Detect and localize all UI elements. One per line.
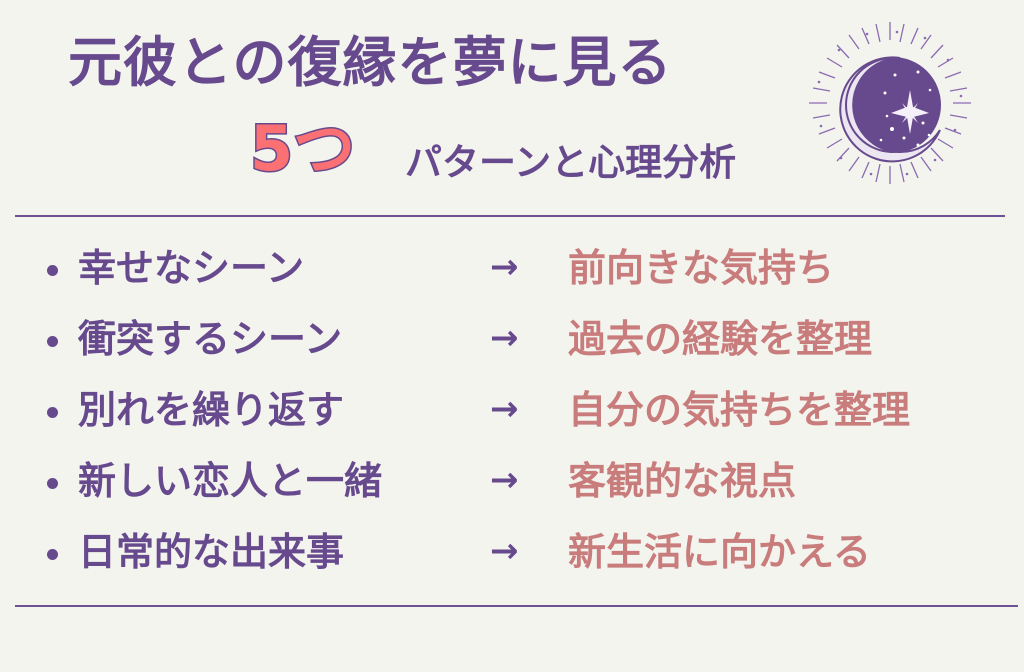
arrow-right-icon: → bbox=[490, 531, 519, 571]
page-subtitle: パターンと心理分析 bbox=[405, 141, 737, 184]
dream-scene: 新しい恋人と一緒 bbox=[78, 459, 383, 503]
arrow-right-icon: → bbox=[490, 247, 519, 287]
arrow-right-icon: → bbox=[490, 460, 519, 500]
psychology-meaning: 新生活に向かえる bbox=[568, 530, 871, 574]
bullet-icon bbox=[47, 265, 58, 276]
page-title: 元彼との復縁を夢に見る bbox=[68, 31, 673, 94]
bullet-icon bbox=[47, 549, 58, 560]
arrow-right-icon: → bbox=[490, 318, 519, 358]
list-item: 別れを繰り返す → 自分の気持ちを整理 bbox=[0, 380, 1024, 440]
dream-scene: 幸せなシーン bbox=[78, 246, 305, 290]
bullet-icon bbox=[47, 478, 58, 489]
list-item: 新しい恋人と一緒 → 客観的な視点 bbox=[0, 451, 1024, 511]
psychology-meaning: 前向きな気持ち bbox=[568, 246, 835, 290]
top-divider bbox=[15, 215, 1005, 217]
pattern-count: 5つ bbox=[248, 112, 356, 185]
dream-scene: 別れを繰り返す bbox=[78, 388, 345, 432]
list-item: 日常的な出来事 → 新生活に向かえる bbox=[0, 522, 1024, 582]
psychology-meaning: 客観的な視点 bbox=[568, 459, 797, 503]
bottom-divider bbox=[15, 605, 1018, 607]
dream-scene: 日常的な出来事 bbox=[78, 530, 345, 574]
list-item: 衝突するシーン → 過去の経験を整理 bbox=[0, 309, 1024, 369]
psychology-meaning: 過去の経験を整理 bbox=[568, 317, 873, 361]
psychology-meaning: 自分の気持ちを整理 bbox=[568, 388, 911, 432]
bullet-icon bbox=[47, 336, 58, 347]
bullet-icon bbox=[47, 407, 58, 418]
list-item: 幸せなシーン → 前向きな気持ち bbox=[0, 238, 1024, 298]
arrow-right-icon: → bbox=[490, 389, 519, 429]
dream-scene: 衝突するシーン bbox=[78, 317, 343, 361]
crescent-moon-star-icon bbox=[809, 22, 971, 184]
